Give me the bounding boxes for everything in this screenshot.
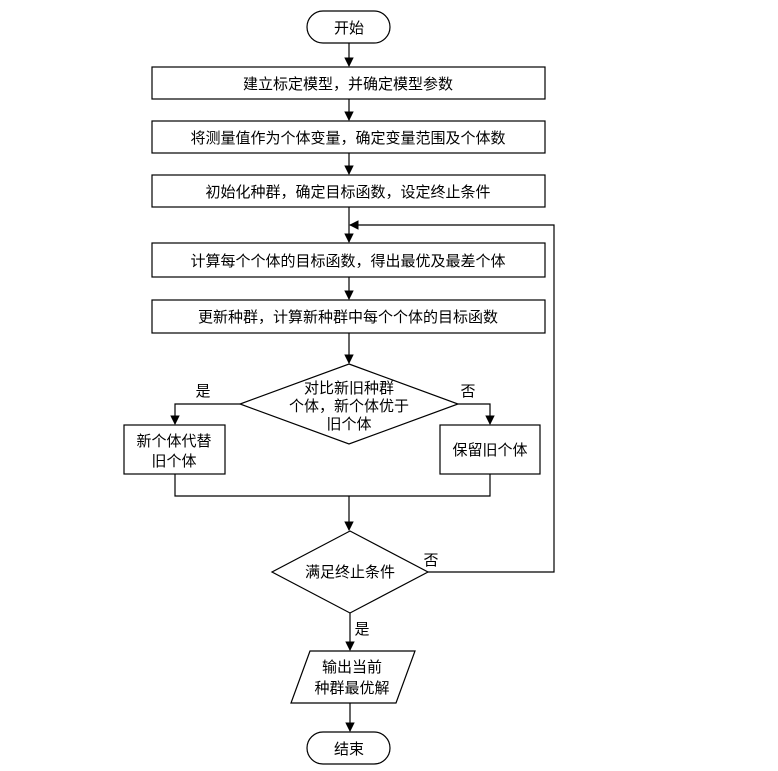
decision-termination-label: 满足终止条件 — [305, 563, 395, 581]
end-label: 结束 — [334, 740, 364, 758]
step-init-population: 初始化种群，确定目标函数，设定终止条件 — [151, 174, 546, 208]
output-line1: 输出当前 — [322, 658, 382, 676]
decision-compare-individuals: 对比新旧种群 个体，新个体优于 旧个体 — [238, 363, 460, 445]
step-keep-individual: 保留旧个体 — [439, 424, 541, 475]
step-build-model: 建立标定模型，并确定模型参数 — [151, 66, 546, 100]
arrow-decision1-no — [458, 403, 495, 425]
step-replace-individual: 新个体代替 旧个体 — [123, 424, 226, 475]
decision-compare-line2: 个体，新个体优于 — [289, 397, 409, 415]
decision-compare-line1: 对比新旧种群 — [304, 379, 394, 397]
start-label: 开始 — [334, 19, 364, 37]
decision2-no-label: 否 — [423, 551, 438, 569]
step-evaluate-individuals: 计算每个个体的目标函数，得出最优及最差个体 — [151, 242, 546, 278]
end-terminal: 结束 — [306, 731, 391, 765]
step-replace-line1: 新个体代替 — [136, 432, 211, 450]
output-line2: 种群最优解 — [314, 679, 389, 697]
step-define-variables-label: 将测量值作为个体变量，确定变量范围及个体数 — [190, 129, 505, 147]
arrow-decision1-yes — [170, 403, 240, 425]
decision1-yes-label: 是 — [195, 382, 210, 400]
step-update-population-label: 更新种群，计算新种群中每个个体的目标函数 — [198, 308, 498, 326]
decision-compare-line3: 旧个体 — [326, 415, 371, 433]
step-evaluate-individuals-label: 计算每个个体的目标函数，得出最优及最差个体 — [190, 252, 505, 270]
step-define-variables: 将测量值作为个体变量，确定变量范围及个体数 — [151, 120, 546, 154]
step-build-model-label: 建立标定模型，并确定模型参数 — [243, 75, 453, 93]
start-terminal: 开始 — [306, 10, 391, 44]
step-update-population: 更新种群，计算新种群中每个个体的目标函数 — [151, 299, 546, 334]
output-best-solution: 输出当前 种群最优解 — [290, 650, 416, 704]
decision1-no-label: 否 — [460, 382, 475, 400]
step-keep-label: 保留旧个体 — [452, 441, 527, 459]
decision-termination: 满足终止条件 — [270, 530, 430, 614]
decision2-yes-label: 是 — [354, 620, 369, 638]
step-replace-line2: 旧个体 — [151, 452, 196, 470]
step-init-population-label: 初始化种群，确定目标函数，设定终止条件 — [205, 183, 490, 201]
arrow-decision2-no-loop — [349, 220, 555, 573]
merge-line — [174, 474, 491, 497]
